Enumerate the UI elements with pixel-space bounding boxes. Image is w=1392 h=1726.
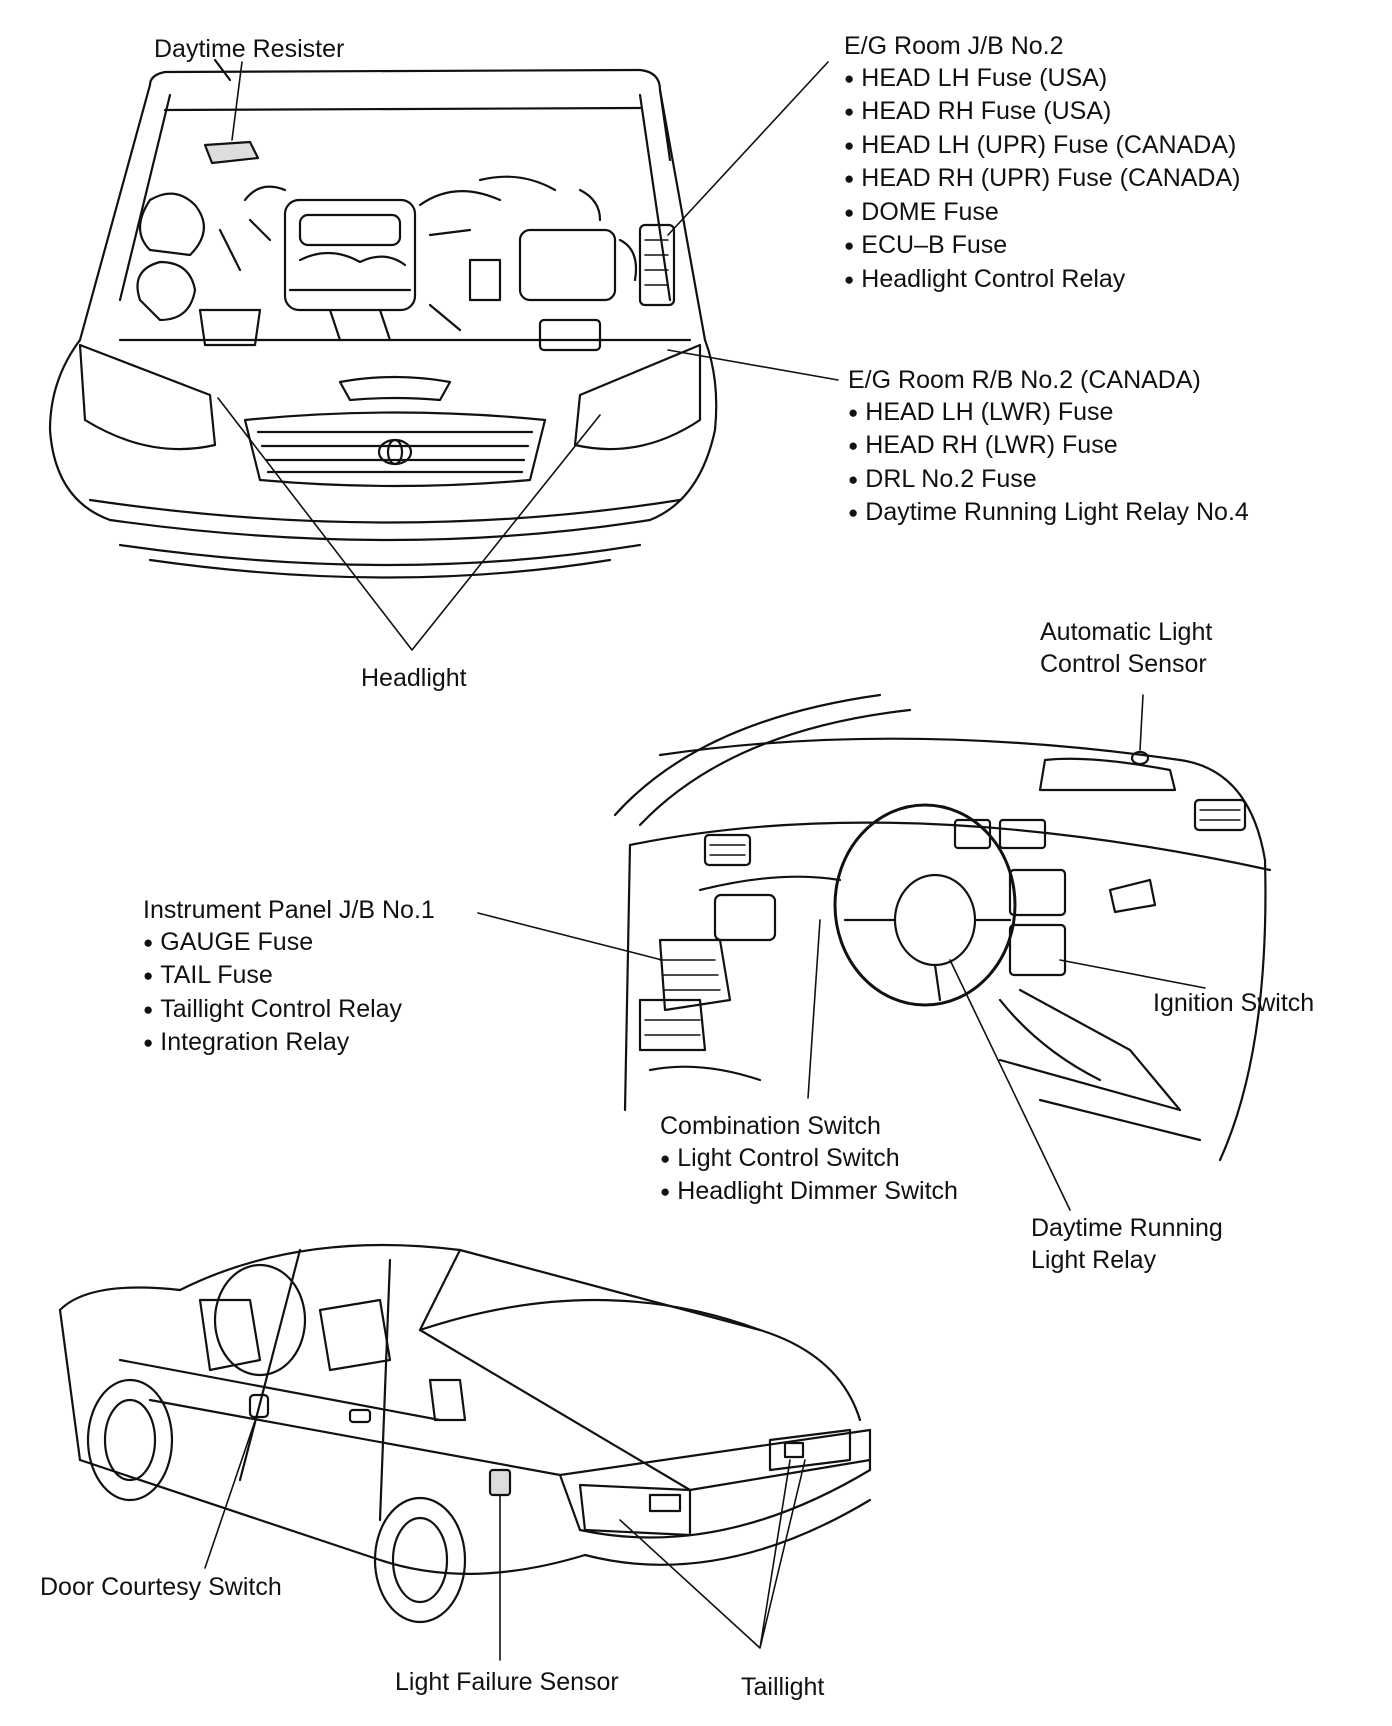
rear-callout-lines — [204, 1414, 806, 1661]
front-callout-lines — [217, 61, 839, 651]
taillight-label: Taillight — [741, 1673, 825, 1701]
eg-rb2-item: HEAD RH (LWR) Fuse — [848, 430, 1249, 464]
door-courtesy-switch-label: Door Courtesy Switch — [40, 1573, 282, 1601]
eg-jb2-callout: E/G Room J/B No.2 HEAD LH Fuse (USA) HEA… — [844, 31, 1240, 297]
car-front-illustration — [48, 58, 718, 579]
ip-jb1-callout: Instrument Panel J/B No.1 GAUGE Fuse TAI… — [143, 895, 435, 1061]
ip-jb1-title: Instrument Panel J/B No.1 — [143, 896, 435, 924]
ip-jb1-item: Integration Relay — [143, 1027, 435, 1061]
eg-rb2-callout: E/G Room R/B No.2 (CANADA) HEAD LH (LWR)… — [848, 365, 1249, 531]
dashboard-illustration — [613, 693, 1272, 1162]
eg-jb2-item: DOME Fuse — [844, 197, 1240, 231]
left-headlight-shape — [78, 343, 217, 451]
drl-relay-line: Light Relay — [1031, 1245, 1157, 1274]
daytime-resister-shape — [203, 140, 260, 165]
auto-light-sensor-line: Control Sensor — [1040, 649, 1207, 678]
eg-jb2-item: Headlight Control Relay — [844, 264, 1240, 298]
ignition-switch-label: Ignition Switch — [1153, 989, 1315, 1017]
ip-jb1-item: GAUGE Fuse — [143, 927, 435, 961]
eg-rb2-item: Daytime Running Light Relay No.4 — [848, 497, 1249, 531]
eg-jb2-item: HEAD RH Fuse (USA) — [844, 96, 1240, 130]
ip-jb1-item: TAIL Fuse — [143, 960, 435, 994]
eg-jb2-box-shape — [638, 223, 676, 307]
eg-jb2-item: HEAD RH (UPR) Fuse (CANADA) — [844, 163, 1240, 197]
right-taillight-shape — [768, 1428, 852, 1472]
light-failure-sensor-shape — [488, 1468, 512, 1497]
rear-wheel-shape — [373, 1496, 467, 1624]
combination-switch-item: Light Control Switch — [660, 1143, 958, 1177]
ip-jb1-item: Taillight Control Relay — [143, 994, 435, 1028]
eg-rb2-title: E/G Room R/B No.2 (CANADA) — [848, 366, 1201, 394]
light-failure-sensor-label: Light Failure Sensor — [395, 1668, 619, 1696]
car-rear-illustration — [58, 1243, 872, 1624]
front-wheel-shape — [86, 1378, 174, 1502]
combination-switch-title: Combination Switch — [660, 1112, 881, 1140]
daytime-resister-label: Daytime Resister — [154, 35, 345, 63]
steering-wheel-shape — [833, 803, 1017, 1007]
auto-light-sensor-shape — [1130, 750, 1150, 766]
right-headlight-shape — [573, 343, 702, 451]
combination-switch-item: Headlight Dimmer Switch — [660, 1176, 958, 1210]
auto-light-sensor-line: Automatic Light — [1040, 618, 1213, 646]
drl-relay-label: Daytime Running Light Relay — [1031, 1213, 1223, 1276]
auto-light-sensor-label: Automatic Light Control Sensor — [1040, 617, 1212, 680]
door-courtesy-switch-shape — [248, 1393, 270, 1419]
grille-shape — [243, 411, 547, 488]
eg-rb2-item: DRL No.2 Fuse — [848, 464, 1249, 498]
drl-relay-line: Daytime Running — [1031, 1214, 1223, 1242]
headlight-label: Headlight — [361, 664, 467, 692]
eg-jb2-item: HEAD LH Fuse (USA) — [844, 63, 1240, 97]
dashboard-callout-lines — [477, 694, 1206, 1211]
combination-switch-callout: Combination Switch Light Control Switch … — [660, 1111, 958, 1210]
eg-rb2-item: HEAD LH (LWR) Fuse — [848, 397, 1249, 431]
eg-jb2-item: ECU–B Fuse — [844, 230, 1240, 264]
eg-jb2-item: HEAD LH (UPR) Fuse (CANADA) — [844, 130, 1240, 164]
eg-jb2-title: E/G Room J/B No.2 — [844, 32, 1064, 60]
